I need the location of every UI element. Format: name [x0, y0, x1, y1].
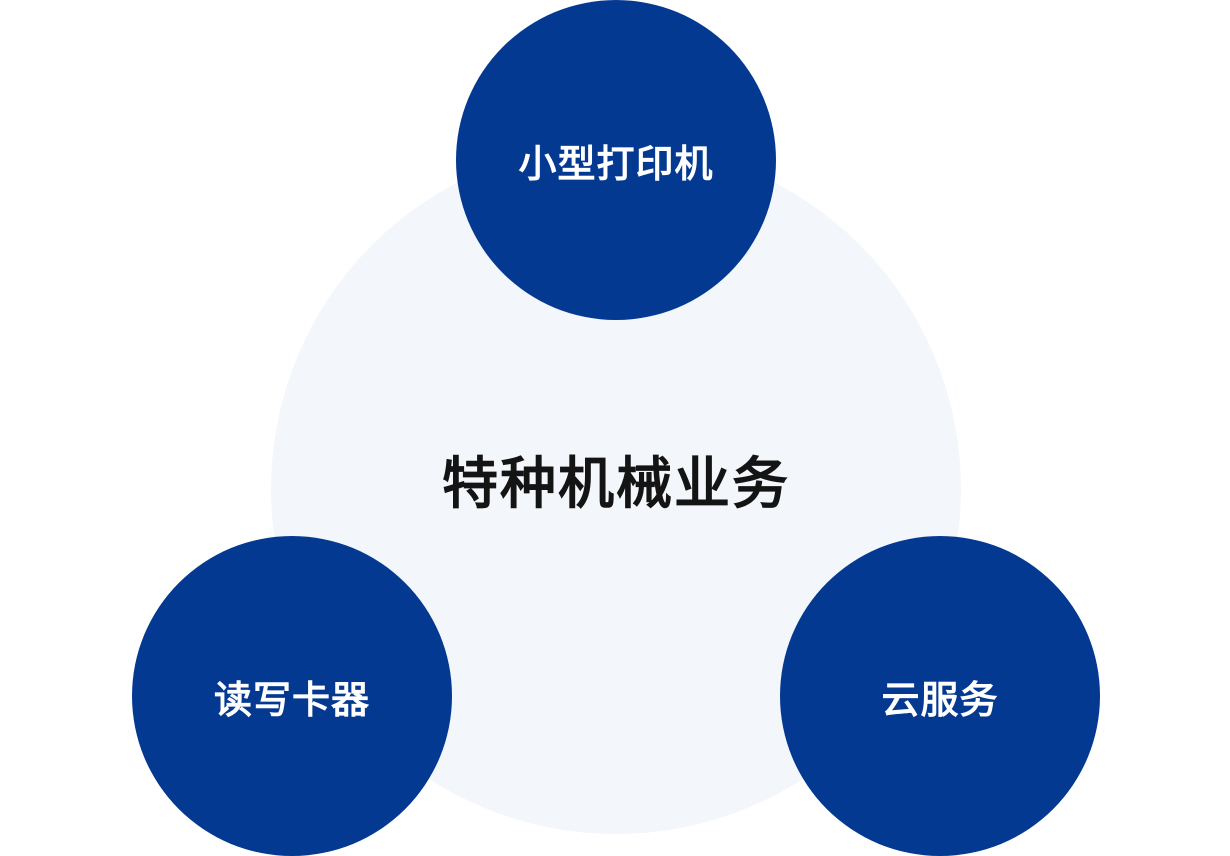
- node-label-small-printer: 小型打印机: [518, 141, 714, 186]
- node-label-cloud-service: 云服务: [881, 677, 999, 722]
- node-small-printer: 小型打印机: [456, 0, 776, 320]
- node-cloud-service: 云服务: [780, 536, 1100, 856]
- node-card-reader: 读写卡器: [132, 536, 452, 856]
- center-label: 特种机械业务: [442, 452, 790, 517]
- node-label-card-reader: 读写卡器: [213, 677, 370, 722]
